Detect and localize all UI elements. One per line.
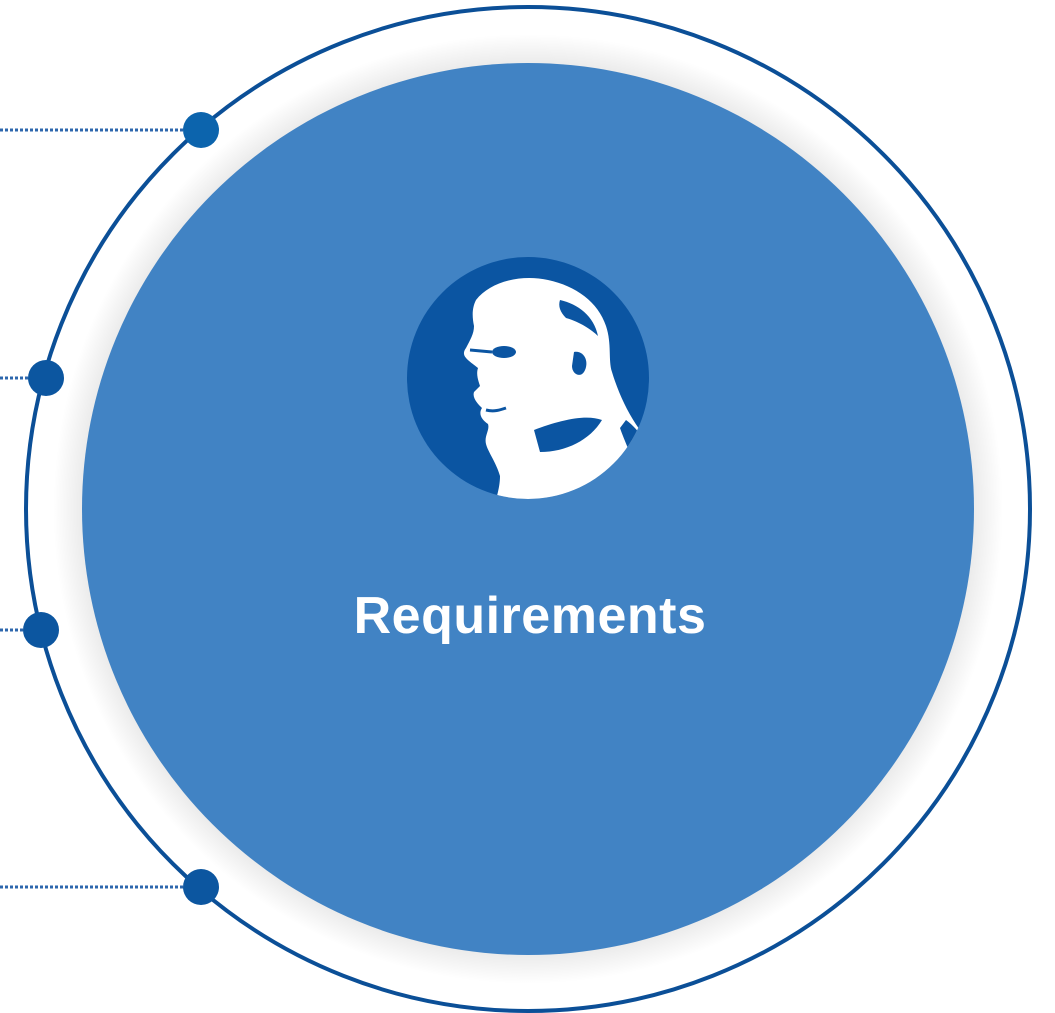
inner-circle bbox=[82, 63, 974, 955]
connector-lines bbox=[0, 128, 200, 889]
ring-node-3[interactable] bbox=[23, 612, 59, 648]
ring-node-1[interactable] bbox=[183, 112, 219, 148]
ring-node-2[interactable] bbox=[28, 360, 64, 396]
ring-nodes bbox=[23, 112, 219, 905]
center-title: Requirements bbox=[353, 587, 707, 645]
ring-node-4[interactable] bbox=[183, 869, 219, 905]
outer-ring bbox=[24, 5, 1032, 1013]
portrait-emblem bbox=[407, 257, 649, 499]
